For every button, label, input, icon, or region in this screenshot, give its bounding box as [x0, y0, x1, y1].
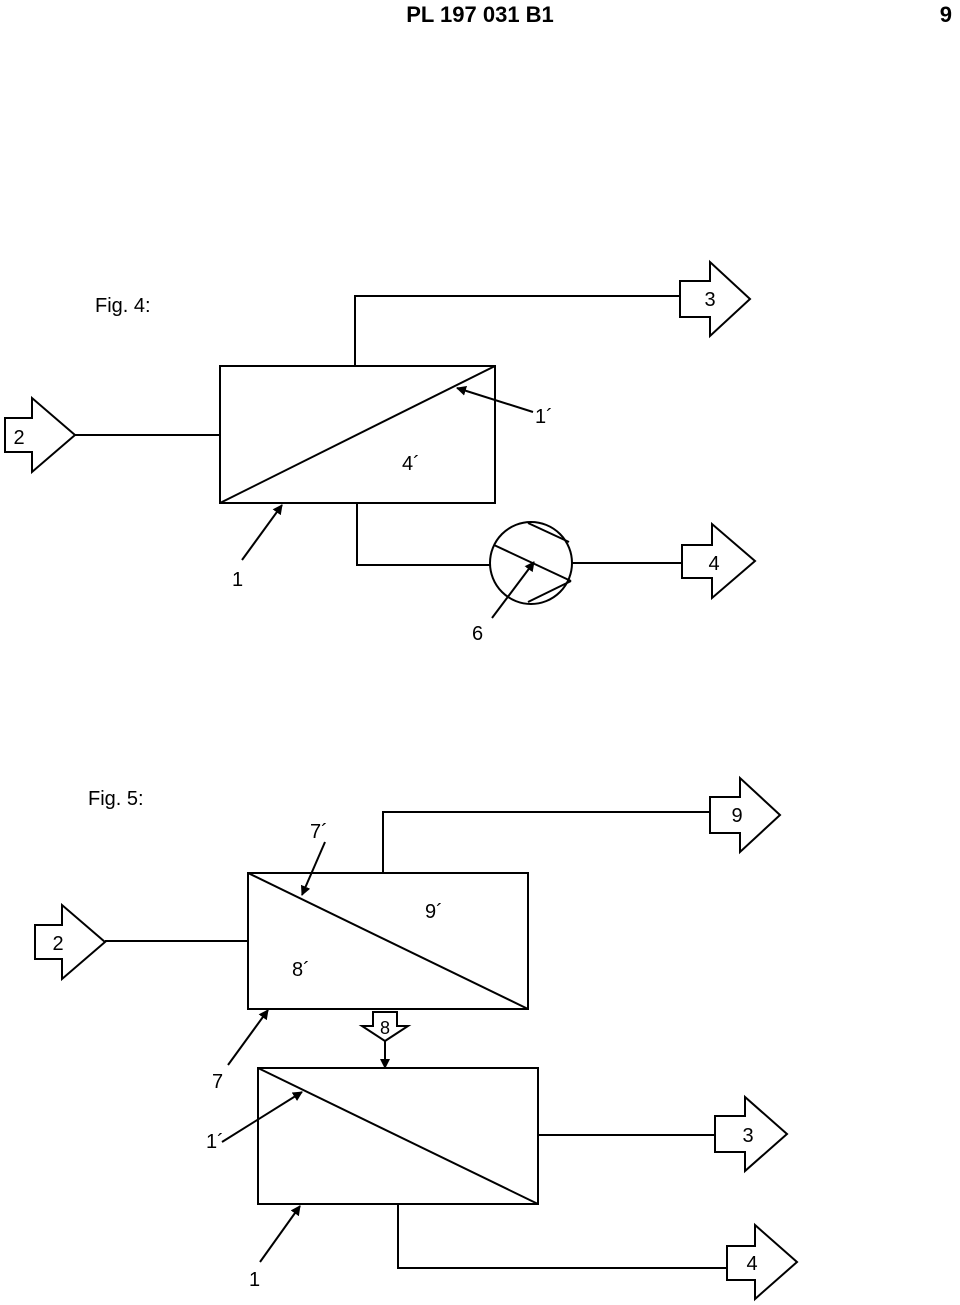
fig5-transfer-arrow: 8: [358, 1011, 412, 1069]
fig5-outlet-3-label: 3: [742, 1125, 753, 1147]
fig4-module-leader: [241, 504, 283, 561]
fig4-membrane-label: 1´: [535, 406, 553, 428]
fig5-module-lower-label: 1: [249, 1269, 260, 1291]
fig5-outlet-arrow-3: 3: [714, 1094, 789, 1174]
fig4-chamber-label: 4´: [402, 453, 420, 475]
fig5-membrane-lower: [257, 1067, 539, 1205]
fig5-module-upper-label: 7: [212, 1071, 223, 1093]
fig5-transfer-label: 8: [380, 1018, 390, 1038]
fig5-top-line: [382, 811, 710, 873]
figure-5: Fig. 5: 2 9´ 8´ 9 8 3: [34, 775, 799, 1302]
fig4-retentate-line: [354, 295, 680, 366]
fig4-module-label: 1: [232, 569, 243, 591]
fig5-membrane-lower-label: 1´: [206, 1131, 224, 1153]
fig4-outlet-arrow-bottom: 4: [681, 521, 757, 601]
fig4-vacuum-pump: [489, 521, 573, 605]
fig4-membrane-line: [219, 365, 496, 504]
fig5-chamber-upper-label: 9´: [425, 901, 443, 923]
fig4-outlet-bottom-label: 4: [708, 553, 719, 575]
fig4-inlet-arrow: 2: [4, 395, 77, 475]
fig4-pump-leader: [491, 561, 535, 619]
fig5-membrane-upper: [247, 872, 529, 1010]
page-number: 9: [939, 2, 952, 27]
fig5-inlet-arrow: 2: [34, 902, 107, 982]
fig5-outlet-4-label: 4: [746, 1253, 757, 1275]
figure-4-title: Fig. 4:: [95, 295, 151, 317]
fig5-outlet-9-label: 9: [731, 805, 742, 827]
fig5-outlet-arrow-9: 9: [709, 775, 782, 855]
fig4-outlet-top-label: 3: [704, 289, 715, 311]
fig5-membrane-upper-leader: [300, 841, 326, 896]
fig5-module-lower-leader: [259, 1205, 301, 1263]
fig5-outlet-4-line: [397, 1204, 727, 1269]
fig4-outlet-arrow-top: 3: [679, 259, 752, 339]
fig5-membrane-upper-label: 7´: [310, 821, 328, 843]
figure-4: Fig. 4: 2 4´ 3 4 1: [4, 259, 757, 645]
fig5-membrane-lower-leader: [221, 1091, 303, 1143]
fig4-pump-label: 6: [472, 623, 483, 645]
fig4-inlet-label: 2: [13, 427, 24, 449]
fig4-membrane-leader: [456, 385, 534, 413]
document-number: PL 197 031 B1: [406, 2, 554, 27]
fig5-module-upper-leader: [227, 1009, 269, 1066]
fig5-inlet-label: 2: [52, 933, 63, 955]
fig4-permeate-line: [356, 503, 490, 566]
fig5-chamber-lower-label: 8´: [292, 959, 310, 981]
figure-5-title: Fig. 5:: [88, 788, 144, 810]
fig5-outlet-arrow-4: 4: [726, 1222, 799, 1302]
